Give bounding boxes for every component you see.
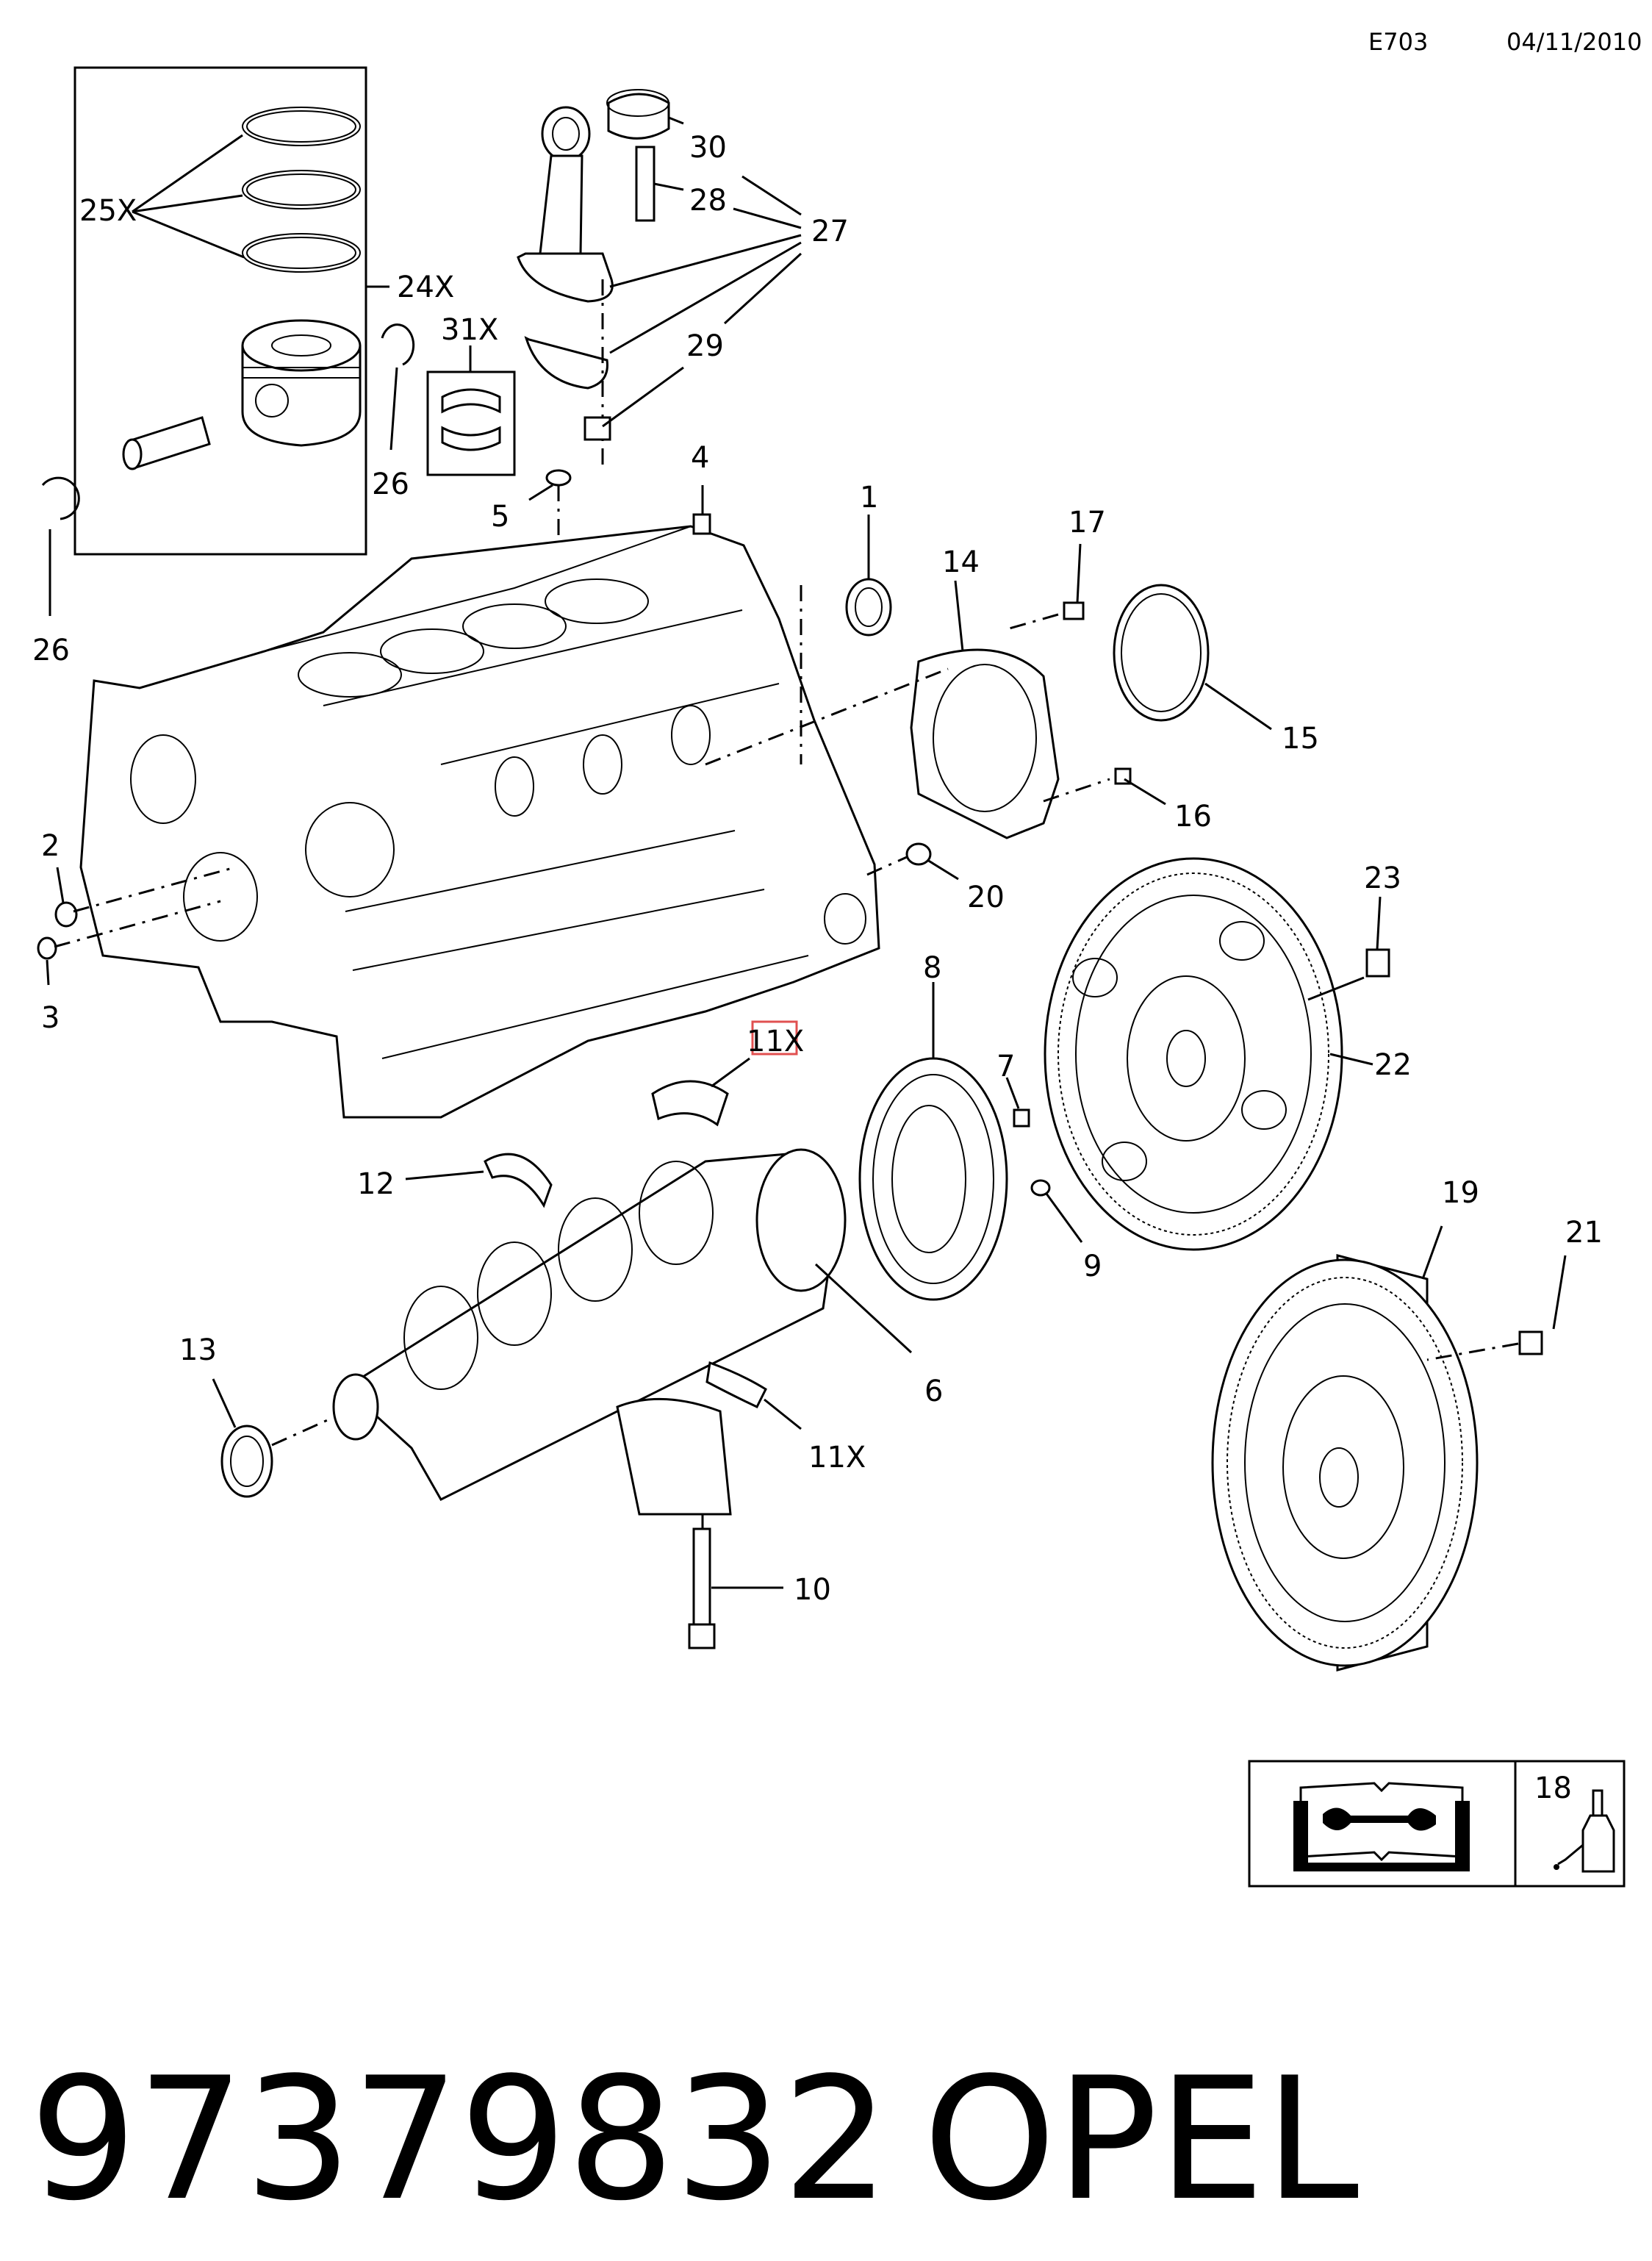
main-bearing-upper-11X: 11X: [651, 1020, 804, 1127]
diagram-date: 04/11/2010: [1506, 28, 1642, 56]
flywheel-19: 19: [1211, 1176, 1479, 1671]
callout-11X-lower: 11X: [808, 1441, 866, 1475]
callout-31X: 31X: [441, 313, 498, 347]
reluctor-ring-8: 8: [858, 951, 1008, 1301]
callout-12: 12: [357, 1167, 395, 1201]
callout-29: 29: [686, 329, 724, 363]
callout-17: 17: [1069, 506, 1106, 540]
bolt-23: 23: [1307, 861, 1401, 1001]
callout-13: 13: [179, 1333, 217, 1367]
callout-1: 1: [860, 481, 878, 515]
rod-nut: [583, 416, 611, 441]
dowel-20: 20: [866, 842, 1005, 914]
part-number: 97379832: [29, 2042, 890, 2238]
callout-28: 28: [689, 184, 727, 218]
brand-name: OPEL: [923, 2042, 1359, 2238]
callout-8: 8: [923, 951, 941, 985]
highlight-box: [751, 1020, 798, 1056]
callout-25X: 25X: [79, 194, 137, 228]
callout-30: 30: [689, 131, 727, 165]
bolt-17: 17: [1006, 506, 1106, 631]
piston-kit-group: 25X 24X: [73, 66, 454, 556]
engine-block: [79, 525, 880, 1119]
piston: [241, 345, 362, 447]
callout-23: 23: [1364, 861, 1401, 895]
bearing-cap: 11X 10: [616, 1361, 866, 1649]
bolt-21: 21: [1426, 1216, 1603, 1361]
callout-3: 3: [41, 1001, 60, 1035]
callout-14: 14: [942, 545, 980, 579]
thrust-washer-12: 12: [357, 1153, 553, 1208]
legend-box: 18: [1248, 1760, 1626, 1888]
callout-7: 7: [996, 1050, 1015, 1083]
callout-24X: 24X: [397, 270, 454, 304]
callout-20: 20: [967, 881, 1005, 914]
callout-6: 6: [924, 1375, 943, 1408]
circlip-right: 26: [372, 323, 415, 501]
dowel-9: 9: [1030, 1179, 1102, 1283]
callout-15: 15: [1282, 722, 1319, 756]
rear-housing-14: 14: [705, 545, 1060, 839]
callout-22: 22: [1374, 1048, 1412, 1082]
seal-13: 13: [179, 1333, 331, 1498]
rod-bearing-group: 31X: [426, 313, 516, 476]
seal-ring-15: 15: [1113, 584, 1319, 756]
callout-26-left: 26: [32, 634, 70, 667]
piston-kit-box: [73, 66, 367, 556]
stud-4: 4: [691, 441, 711, 535]
crankshaft-6: 6: [332, 1148, 943, 1501]
callout-18: 18: [1534, 1771, 1572, 1805]
callout-2: 2: [41, 829, 60, 863]
callout-5: 5: [491, 500, 509, 534]
manual-wrench-icon: [1293, 1782, 1470, 1871]
callout-4: 4: [691, 441, 709, 475]
screw-7: 7: [996, 1050, 1030, 1128]
circlip-left: 26: [32, 476, 80, 667]
callout-19: 19: [1442, 1176, 1479, 1210]
callout-27: 27: [811, 215, 849, 248]
plugs-2-3: 2 3: [37, 829, 236, 1035]
callout-10: 10: [794, 1573, 831, 1607]
connecting-rod: 30 28 27 29 5: [491, 89, 849, 573]
sealant-bottle-icon: [1554, 1789, 1615, 1873]
bolt-16: 16: [1043, 767, 1212, 834]
flexplate-22: 22: [1044, 857, 1412, 1251]
callout-9: 9: [1083, 1250, 1102, 1283]
seal-1: 1: [800, 481, 892, 764]
main-bolt: [692, 1527, 711, 1626]
diagram-code: E703: [1368, 28, 1428, 56]
callout-11X-upper: 11X: [747, 1025, 804, 1058]
callout-26-right: 26: [372, 467, 409, 501]
callout-16: 16: [1174, 800, 1212, 834]
callout-21: 21: [1565, 1216, 1603, 1250]
rod-bolt: [635, 146, 656, 222]
